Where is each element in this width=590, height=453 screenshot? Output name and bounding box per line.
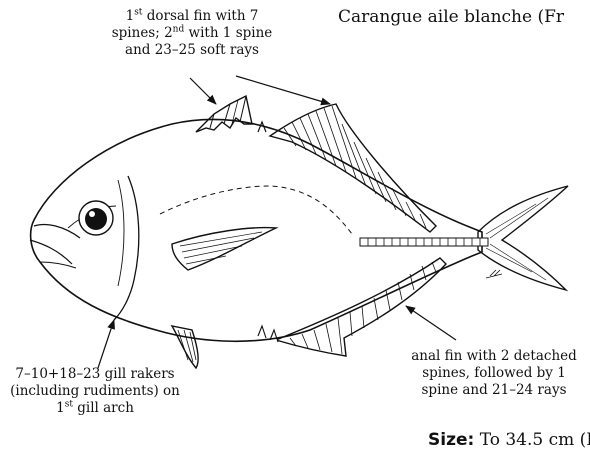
anal-fin-label-line-3: spine and 21–24 rays — [398, 382, 590, 399]
gill-rakers-label-line-3: 1st gill arch — [0, 400, 190, 417]
arrow-gill — [98, 320, 114, 368]
anal-fin-label-line-2: spines, followed by 1 — [398, 365, 590, 382]
head-details — [30, 176, 139, 320]
arrow-dorsal-second — [236, 76, 330, 104]
pectoral-fin — [172, 228, 276, 270]
artist-mark — [486, 270, 502, 278]
dorsal-fin-label-line-2: spines; 2nd with 1 spine — [92, 25, 292, 42]
dorsal-fin-label-line-1: 1st dorsal fin with 7 — [92, 8, 292, 25]
french-common-name: Carangue aile blanche (Fr — [338, 6, 564, 28]
dorsal-fin-label-line-3: and 23–25 soft rays — [92, 42, 292, 59]
size-key: Size: — [428, 430, 474, 450]
size-value: To 34.5 cm (FL — [480, 430, 590, 450]
gill-rakers-label: 7–10+18–23 gill rakers (including rudime… — [0, 366, 190, 417]
first-dorsal-fin — [196, 96, 266, 132]
anal-fin-label-line-1: anal fin with 2 detached — [398, 348, 590, 365]
lateral-scutes — [360, 238, 488, 246]
pelvic-fin — [172, 326, 198, 368]
size-info: Size: To 34.5 cm (FL — [428, 429, 590, 451]
anal-fin — [258, 258, 446, 356]
label-arrows — [98, 76, 456, 368]
dorsal-fin-label: 1st dorsal fin with 7 spines; 2nd with 1… — [92, 8, 292, 59]
anal-fin-label: anal fin with 2 detached spines, followe… — [398, 348, 590, 399]
gill-rakers-label-line-1: 7–10+18–23 gill rakers — [0, 366, 190, 383]
arrow-anal — [406, 306, 456, 340]
lateral-line — [160, 186, 352, 234]
gill-rakers-label-line-2: (including rudiments) on — [0, 383, 190, 400]
arrow-dorsal-first — [190, 78, 216, 104]
eye — [79, 201, 113, 235]
